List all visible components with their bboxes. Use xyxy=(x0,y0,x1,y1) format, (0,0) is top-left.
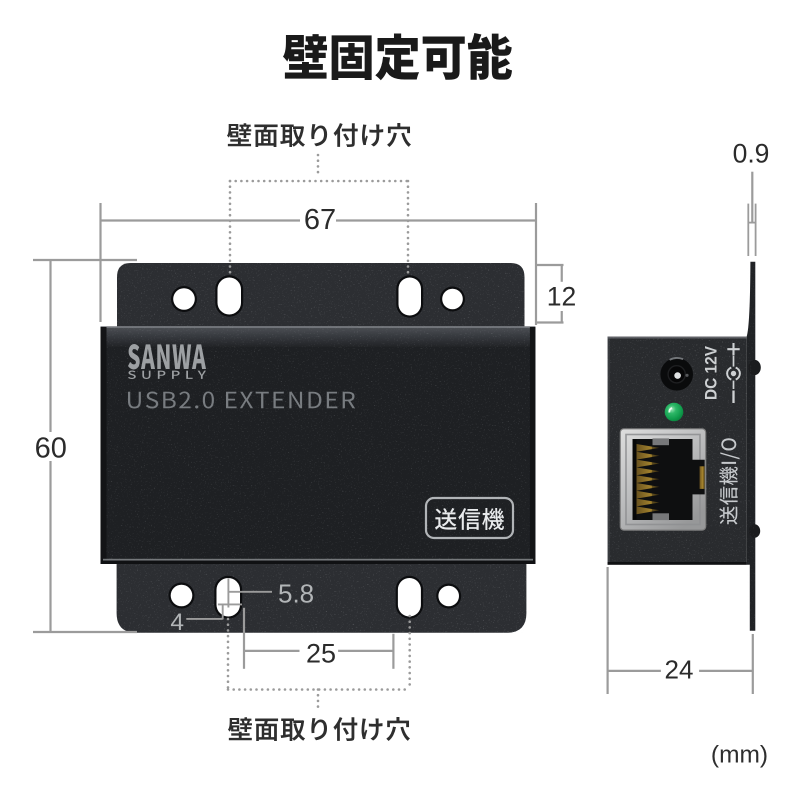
svg-text:5.8: 5.8 xyxy=(278,579,314,609)
svg-text:(mm): (mm) xyxy=(711,742,768,769)
svg-text:0.9: 0.9 xyxy=(733,139,770,169)
svg-text:DC 12V: DC 12V xyxy=(703,346,721,400)
svg-text:24: 24 xyxy=(665,655,694,685)
svg-text:12: 12 xyxy=(547,282,576,312)
svg-text:4: 4 xyxy=(170,609,184,636)
svg-text:25: 25 xyxy=(306,639,336,669)
svg-text:60: 60 xyxy=(35,433,67,465)
svg-text:67: 67 xyxy=(304,204,336,236)
